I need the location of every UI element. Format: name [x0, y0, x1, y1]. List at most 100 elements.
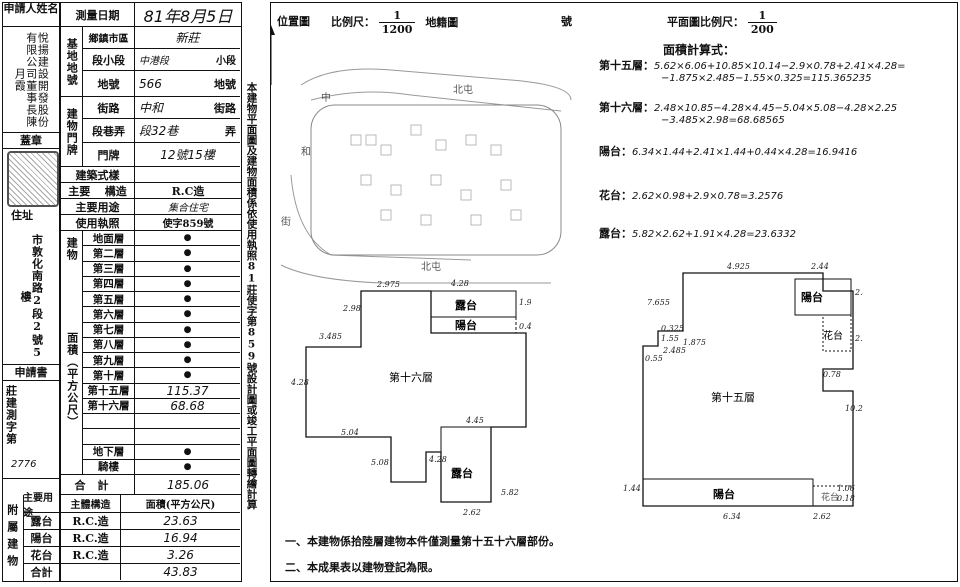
floor-row: 第十層 ●: [83, 368, 240, 384]
floor-row: 第六層●: [83, 307, 240, 323]
floor-row: 騎樓 ●: [83, 459, 240, 475]
seal-label: 蓋章: [3, 133, 59, 149]
middle-note: 本建物平面圖及建物面積係依使用執照81莊使字第859號設計圖或竣工平面圖轉繪計算: [245, 82, 258, 510]
floor-empty-dot: ●: [183, 355, 192, 366]
svg-text:2.485: 2.485: [662, 346, 686, 355]
appendix-use: 陽台: [23, 530, 61, 547]
floor-empty-dot: ●: [183, 370, 192, 381]
floor-label: 第四層: [83, 276, 135, 291]
svg-text:2.44: 2.44: [810, 262, 829, 271]
location-label: 位置圖: [277, 15, 310, 28]
section-row: 段小段 中港段小段: [83, 49, 240, 71]
style-label: 建築式樣: [61, 167, 135, 182]
date-row: 測量日期 81年8月5日: [61, 3, 241, 27]
application-number-cell: 莊建測字第 2776: [3, 381, 59, 479]
appendix-struct: R.C.造: [61, 513, 121, 529]
floor-value: ●: [135, 231, 240, 245]
floors-area-label: 面積（平方公尺）: [65, 332, 79, 428]
date-value: 81年8月5日: [143, 6, 233, 26]
floor-label: 第十六層: [83, 398, 135, 413]
district-row: 鄉鎮市區 新莊: [83, 27, 240, 49]
floor16-lutai2: 露台: [451, 466, 473, 480]
floor-label: 第九層: [83, 353, 135, 368]
floor-row: 第五層 ●: [83, 292, 240, 308]
land-number-label: 地號: [83, 71, 135, 96]
floor15-title: 第十五層: [711, 390, 755, 404]
floor-row: 第七層●: [83, 322, 240, 338]
calc-line: 第十五層：5.62×6.06+10.85×10.14−2.9×0.78+2.41…: [599, 59, 906, 72]
floor-label: 第十層: [83, 368, 135, 383]
floor-row: [83, 414, 240, 430]
floor-empty-dot: ●: [183, 294, 192, 305]
svg-text:2.62: 2.62: [462, 508, 481, 517]
calc-line: 第十六層：2.48×10.85−4.28×4.45−5.04×5.08−4.28…: [599, 101, 898, 114]
floor-value: 68.68: [170, 398, 205, 413]
floor-label: 第十五層: [83, 383, 135, 398]
license-label: 使用執照: [61, 215, 135, 230]
floor-empty-dot: ●: [183, 461, 192, 472]
site-label: 基地地號: [61, 27, 83, 97]
svg-text:0.44: 0.44: [519, 322, 531, 331]
svg-text:2.975: 2.975: [376, 280, 400, 289]
section-value: 中港段小段: [139, 56, 236, 67]
door-number-row: 門牌 12號15樓: [83, 143, 240, 167]
svg-text:1.55: 1.55: [661, 334, 679, 343]
appendix-use: 花台: [23, 547, 61, 564]
floor-label: 第三層: [83, 261, 135, 276]
appendix-section-label: 附屬建物: [1, 495, 24, 581]
style-row: 建築式樣: [61, 167, 241, 183]
floor-empty-dot: ●: [183, 233, 192, 244]
floor-value: [135, 429, 240, 443]
floor-empty-dot: ●: [183, 309, 192, 320]
appendix-use-column: 主要用途露台陽台花台合計: [23, 493, 61, 581]
svg-text:4.28: 4.28: [291, 378, 309, 387]
floor-value: ●: [135, 368, 240, 382]
svg-text:0.78: 0.78: [823, 370, 841, 379]
floor-row: [83, 429, 240, 445]
survey-table: 測量日期 81年8月5日 基地地號 鄉鎮市區 新莊 段小段 中港段小段 地號 5…: [6, 2, 242, 582]
appendix-area: 16.94: [163, 531, 198, 545]
use-row: 主要用途 集合住宅: [61, 199, 241, 215]
appendix-struct: R.C.造: [61, 547, 121, 563]
svg-text:3.485: 3.485: [319, 332, 342, 341]
floor15-yangtai2: 陽台: [713, 487, 735, 501]
svg-text:5.82: 5.82: [501, 488, 519, 497]
appendix-row: R.C.造 16.94: [61, 530, 240, 547]
floor-empty-dot: ●: [183, 248, 192, 259]
license-value: 使字859號: [162, 219, 214, 230]
door-number-label: 門牌: [83, 143, 135, 166]
appendix-struct: R.C.造: [61, 530, 121, 546]
seal-area: 住址: [3, 149, 59, 229]
floor16-yangtai: 陽台: [455, 318, 477, 332]
floor-label: 第五層: [83, 292, 135, 307]
svg-text:0.55: 0.55: [645, 354, 663, 363]
district-label: 鄉鎮市區: [83, 27, 135, 48]
floor-label: 第七層: [83, 322, 135, 337]
floor-label: [83, 429, 135, 444]
application-number-value: 2776: [11, 459, 37, 470]
svg-text:10.24: 10.24: [845, 404, 863, 413]
district-value: 新莊: [175, 31, 200, 45]
calc-line: 露台：5.82×2.62+1.91×4.28=23.6332: [599, 227, 796, 240]
svg-text:4.45: 4.45: [465, 416, 484, 425]
floor-row: 第四層●: [83, 276, 240, 292]
door-label: 建物門牌: [61, 97, 83, 167]
floor-value: ●: [135, 445, 240, 459]
structure-row: 主要構造 R.C造: [61, 183, 241, 199]
floor-label: 第二層: [83, 246, 135, 261]
svg-text:1.875: 1.875: [683, 338, 706, 347]
floors-total-row: 合計 185.06: [61, 475, 241, 495]
floor-label: 地下層: [83, 444, 135, 459]
map-road-label: 北屯: [421, 260, 441, 273]
floor15-huatai: 花台: [823, 329, 843, 342]
seal-stamp-icon: [7, 151, 59, 207]
structure-value: R.C造: [171, 184, 205, 198]
floor-row: 地下層●: [83, 444, 240, 460]
floor-label: 騎樓: [83, 459, 135, 474]
calc-line-cont: −1.875×2.485−1.55×0.325=115.365235: [661, 73, 872, 84]
svg-text:4.28: 4.28: [428, 455, 447, 464]
